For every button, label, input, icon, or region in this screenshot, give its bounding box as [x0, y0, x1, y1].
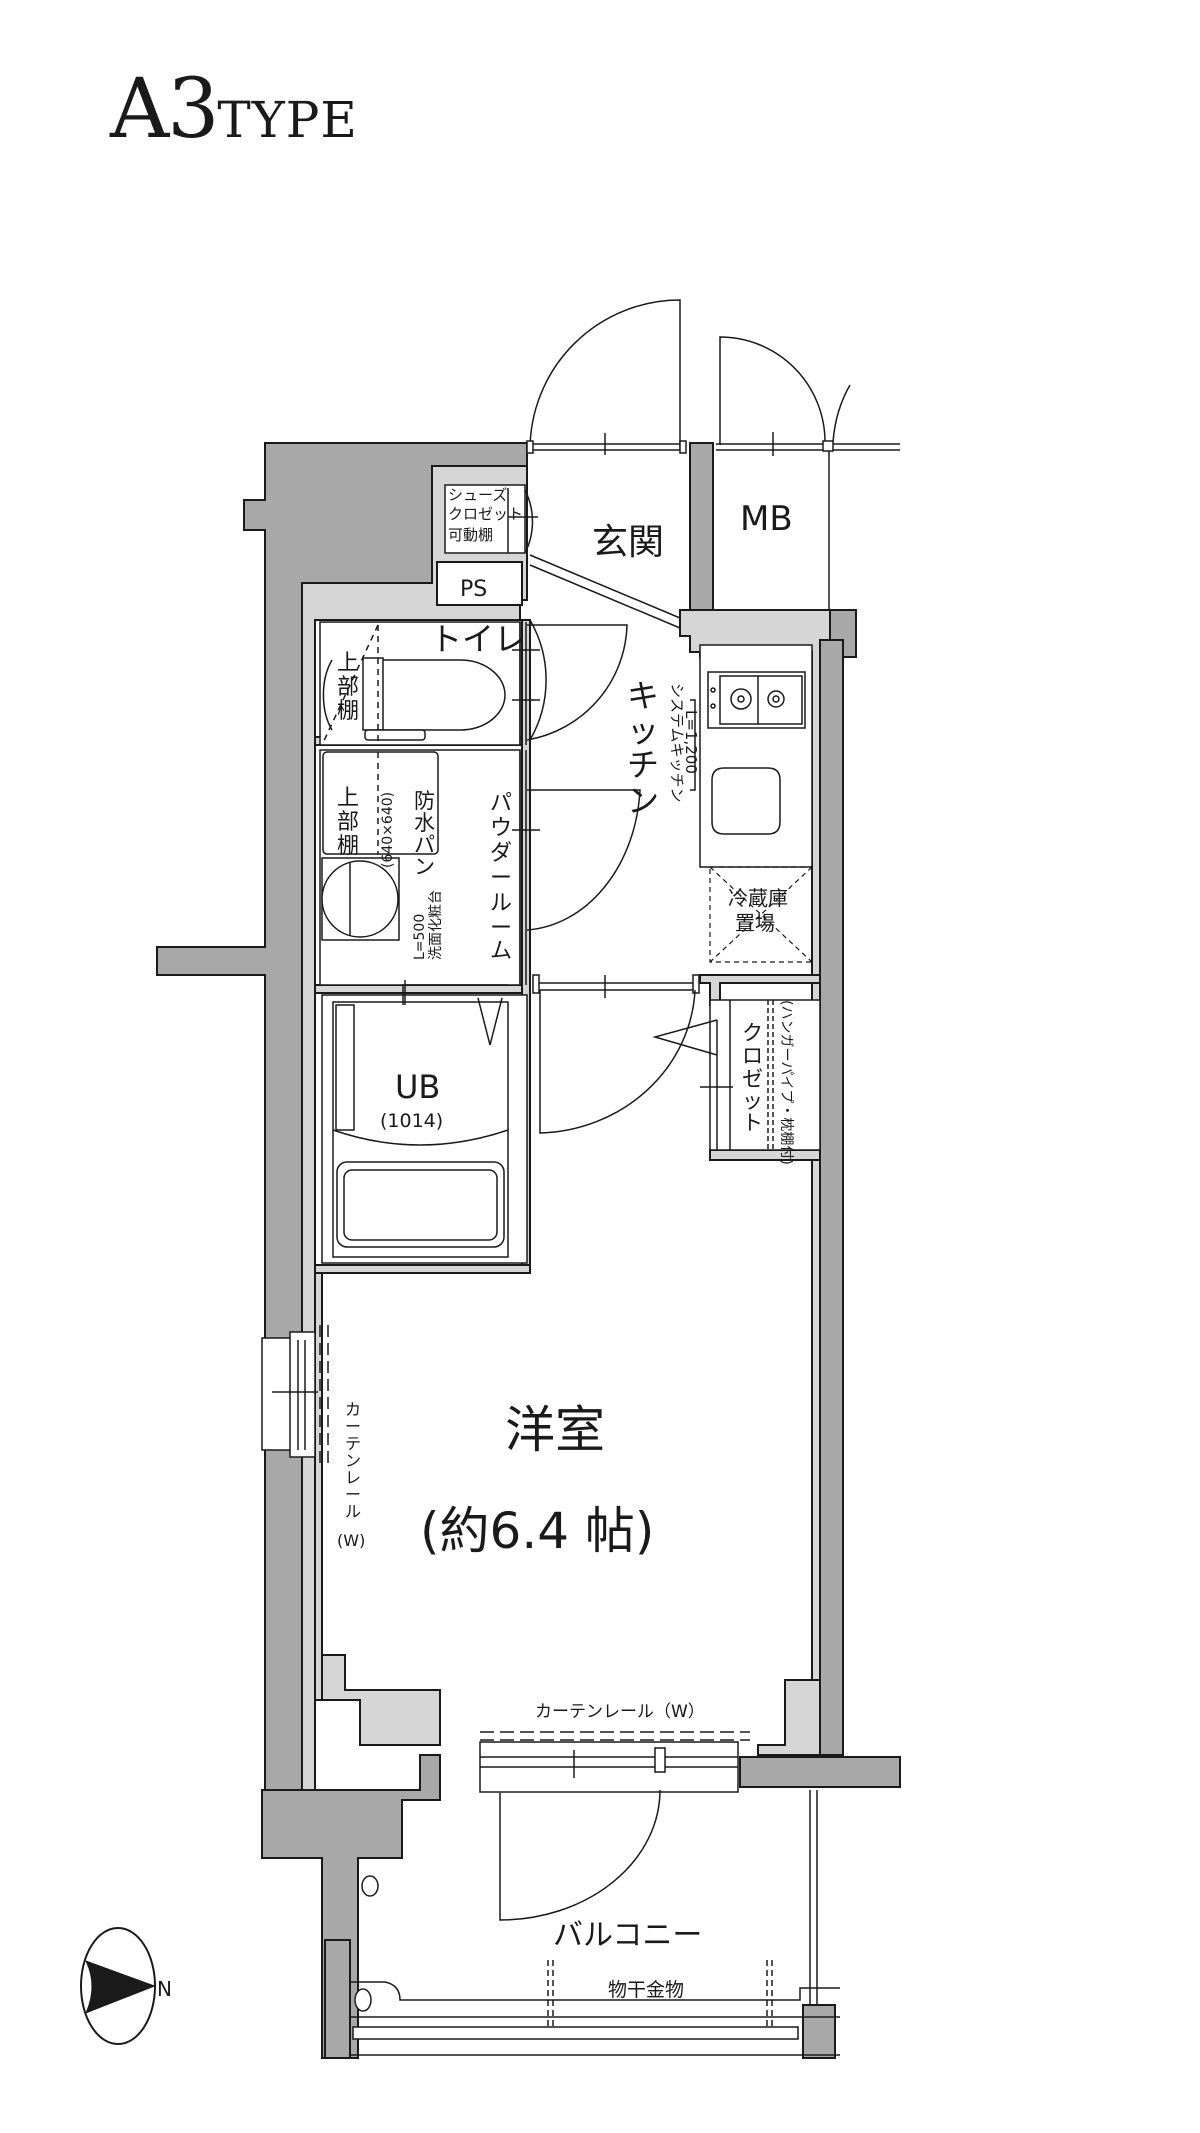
label-toilet: トイレ: [430, 620, 526, 658]
toilet-door-swing: [526, 624, 628, 741]
bottom-window: [479, 1731, 750, 1921]
label-kitchen: キ ッ チ ン: [627, 677, 669, 820]
label-western-room-size: (約6.4 帖): [420, 1502, 654, 1560]
toilet-room: [319, 619, 547, 746]
entrance-step: [529, 554, 681, 629]
balcony: [350, 1790, 840, 2058]
pipe-space: [436, 561, 523, 606]
label-balcony: バルコニー: [553, 1918, 702, 1953]
label-curtain-rail-bottom: カーテンレール（W）: [535, 1702, 705, 1722]
fridge-space: [709, 866, 813, 963]
label-fridge: 冷蔵庫 置場: [728, 886, 794, 935]
labels: 玄関 MB PS シューズ クロゼット 可動棚 トイレ 上 部 棚 上 部 棚 …: [157, 486, 794, 2001]
label-upper-shelf-powder: 上 部 棚: [337, 786, 366, 859]
unit-bath: [321, 980, 528, 1264]
label-waterproof-pan-size: (640×640): [380, 792, 396, 868]
mb-door: [716, 336, 900, 610]
label-system-kitchen-size: L=1,200: [682, 710, 700, 774]
type-suffix: TYPE: [217, 91, 358, 149]
label-shoe-closet: シューズ クロゼット 可動棚: [448, 486, 528, 544]
powder-door-swing: [526, 789, 641, 931]
label-closet: ク ロ ゼ ッ ト: [742, 1021, 770, 1135]
plan-type-title: A3TYPE: [110, 62, 358, 157]
label-washbasin-size: L=500: [412, 914, 428, 960]
left-window: [261, 1325, 329, 1465]
label-upper-shelf-toilet: 上 部 棚: [337, 651, 366, 724]
label-curtain-rail-side: カ ー テ ン レ ー ル (W): [337, 1400, 366, 1550]
label-entrance: 玄関: [592, 522, 664, 563]
label-laundry-hanger: 物干金物: [608, 1979, 684, 2001]
label-ub: UB: [395, 1068, 440, 1106]
label-mb: MB: [740, 499, 793, 539]
label-closet-note: (ハンガーパイプ・枕棚付): [778, 1000, 794, 1165]
type-code: A3: [110, 62, 219, 157]
label-ps: PS: [460, 577, 487, 602]
label-washbasin: 洗面化粧台: [428, 890, 444, 960]
label-ub-size: (1014): [380, 1110, 443, 1132]
shoe-closet: [444, 484, 538, 554]
compass-north-label: N: [157, 1977, 172, 2001]
entrance-door: [526, 299, 687, 455]
closet: [652, 999, 821, 1151]
label-system-kitchen: システムキッチン: [668, 683, 686, 803]
label-western-room: 洋室: [505, 1401, 605, 1459]
hall-door: [532, 974, 700, 1134]
system-kitchen: [690, 644, 813, 868]
powder-room: [319, 749, 540, 986]
label-powder-room: パ ウ ダ ー ル ー ム: [490, 791, 519, 964]
compass: [80, 1927, 156, 2045]
label-waterproof-pan: 防 水 パ ン: [414, 789, 442, 879]
